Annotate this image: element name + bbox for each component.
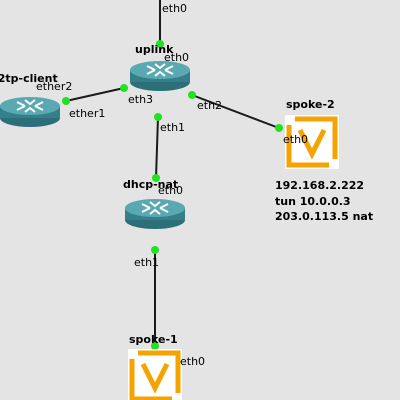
spoke2-note-line-2: tun 10.0.0.3	[275, 195, 351, 208]
port-dot	[188, 91, 196, 99]
port-dot	[275, 124, 283, 132]
port-label: ether2	[36, 80, 72, 93]
spoke2-note-line-3: 203.0.113.5 nat	[275, 210, 373, 223]
link-uplink-dhcp	[155, 116, 159, 179]
port-label: ether1	[69, 107, 105, 120]
node-label-uplink: uplink	[135, 43, 174, 56]
node-dhcp-nat[interactable]	[124, 198, 186, 230]
port-label: eth0	[180, 355, 205, 368]
port-dot	[151, 246, 159, 254]
port-dot	[120, 84, 128, 92]
link-uplink-spoke2	[191, 94, 280, 129]
port-dot	[154, 113, 162, 121]
node-label-spoke-1: spoke-1	[129, 333, 178, 346]
port-label: eth0	[283, 133, 308, 146]
vyos-icon	[128, 349, 182, 400]
router-icon	[0, 96, 61, 128]
port-label: eth0	[164, 51, 189, 64]
node-uplink[interactable]	[129, 60, 191, 92]
router-icon	[124, 198, 186, 230]
node-spoke-1[interactable]	[128, 349, 182, 400]
port-dot	[151, 342, 159, 350]
router-icon	[129, 60, 191, 92]
node-label-spoke-2: spoke-2	[286, 98, 335, 111]
port-dot	[156, 40, 164, 48]
port-label: eth0	[158, 184, 183, 197]
node-label-l2tp-client: l2tp-client	[0, 72, 58, 85]
port-label: eth2	[197, 99, 222, 112]
port-label: eth0	[162, 2, 187, 15]
port-dot	[62, 97, 70, 105]
port-label: eth1	[160, 121, 185, 134]
node-l2tp-client[interactable]	[0, 96, 61, 128]
node-label-dhcp-nat: dhcp-nat	[123, 178, 178, 191]
link-uplink-l2tp	[65, 87, 125, 102]
spoke2-note-line-1: 192.168.2.222	[275, 179, 364, 192]
port-label: eth3	[128, 93, 153, 106]
port-label: eth1	[134, 256, 159, 269]
port-dot	[152, 174, 160, 182]
